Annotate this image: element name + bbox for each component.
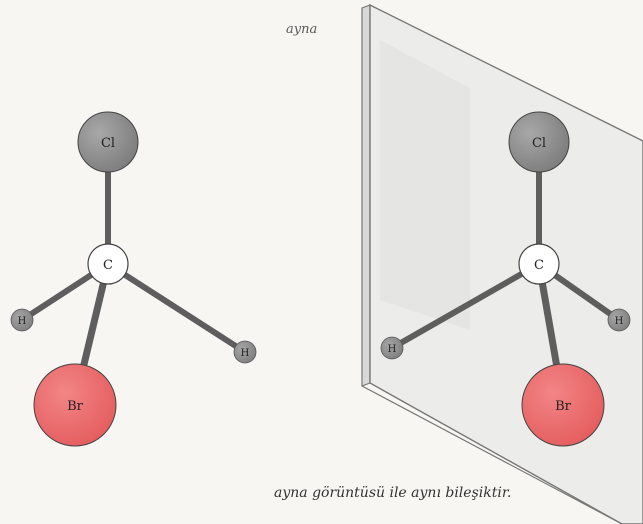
mirror-reflection-tint <box>380 40 470 330</box>
atom-label-h1: H <box>388 344 397 355</box>
atom-carbon: C <box>518 243 560 285</box>
atom-chlorine: Cl <box>77 111 139 173</box>
atom-label-c: C <box>534 258 544 273</box>
atom-bromine: Br <box>521 363 605 447</box>
atom-label-h2: H <box>241 348 250 359</box>
atom-label-br: Br <box>555 399 572 414</box>
atom-hydrogen-left: H <box>380 336 404 360</box>
atom-label-cl: Cl <box>101 136 115 151</box>
atom-hydrogen-right: H <box>607 308 631 332</box>
atom-label-cl: Cl <box>532 136 546 151</box>
mirror-thickness-edge <box>361 4 371 387</box>
atom-chlorine: Cl <box>508 111 570 173</box>
atom-label-h1: H <box>18 316 27 327</box>
figure-caption: ayna görüntüsü ile aynı bileşiktir. <box>274 485 512 501</box>
bond-c-h-right <box>106 261 247 355</box>
atom-label-c: C <box>103 258 113 273</box>
atom-bromine: Br <box>33 363 117 447</box>
atom-label-br: Br <box>67 399 84 414</box>
atom-hydrogen-right: H <box>233 340 257 364</box>
bond-c-h-left <box>390 261 541 351</box>
molecule-left: Cl C H H Br <box>10 111 257 447</box>
atom-label-h2: H <box>615 316 624 327</box>
mirror-bottom-edge <box>361 385 623 524</box>
atom-carbon: C <box>87 243 129 285</box>
mirror <box>361 3 643 524</box>
molecule-mirror: Cl C H H Br <box>380 111 631 447</box>
atom-hydrogen-left: H <box>10 308 34 332</box>
mirror-label: ayna <box>286 22 318 37</box>
